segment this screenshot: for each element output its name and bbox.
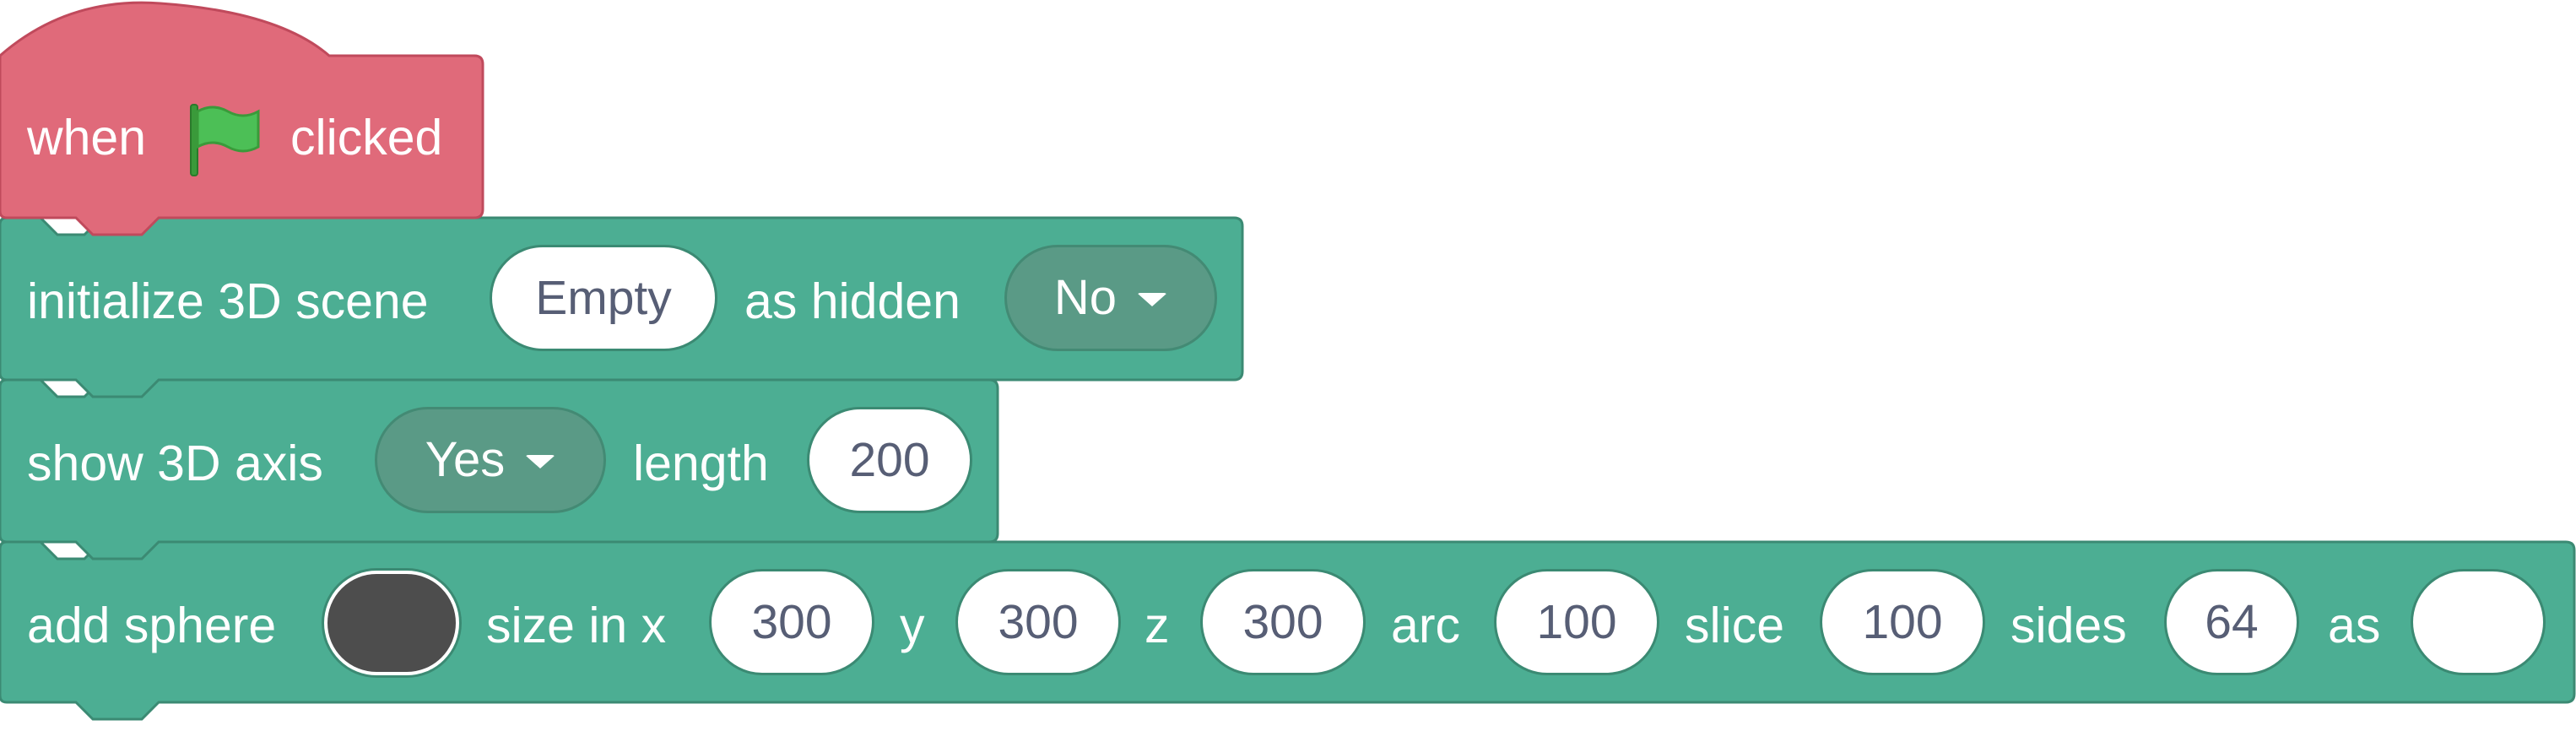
hidden-dropdown-value: No [1053, 270, 1118, 325]
as-hidden-label: as hidden [744, 273, 961, 329]
z-input[interactable]: 300 [1200, 569, 1366, 675]
z-label: z [1145, 598, 1170, 653]
scene-input[interactable]: Empty [490, 245, 717, 351]
add-sphere-label: add sphere [27, 598, 277, 653]
hidden-dropdown[interactable]: No [1004, 245, 1217, 351]
axis-dropdown[interactable]: Yes [375, 407, 606, 513]
green-flag-icon [187, 100, 265, 177]
as-label: as [2328, 598, 2381, 653]
as-input[interactable] [2411, 569, 2546, 675]
show-axis-label: show 3D axis [27, 436, 323, 491]
y-input[interactable]: 300 [955, 569, 1121, 675]
length-input[interactable]: 200 [807, 407, 972, 513]
length-label: length [633, 436, 769, 491]
chevron-down-icon [1137, 293, 1168, 306]
chevron-down-icon [525, 455, 556, 468]
size-in-x-label: size in x [486, 598, 667, 653]
axis-dropdown-value: Yes [425, 432, 506, 487]
slice-label: slice [1685, 598, 1785, 653]
y-label: y [900, 598, 925, 653]
arc-input[interactable]: 100 [1494, 569, 1659, 675]
color-swatch[interactable] [324, 571, 459, 675]
when-label: when [27, 110, 147, 165]
arc-label: arc [1391, 598, 1460, 653]
sides-label: sides [2010, 598, 2127, 653]
slice-input[interactable]: 100 [1820, 569, 1985, 675]
clicked-label: clicked [290, 110, 443, 165]
initialize-scene-label: initialize 3D scene [27, 273, 429, 329]
x-input[interactable]: 300 [709, 569, 874, 675]
sides-input[interactable]: 64 [2164, 569, 2299, 675]
